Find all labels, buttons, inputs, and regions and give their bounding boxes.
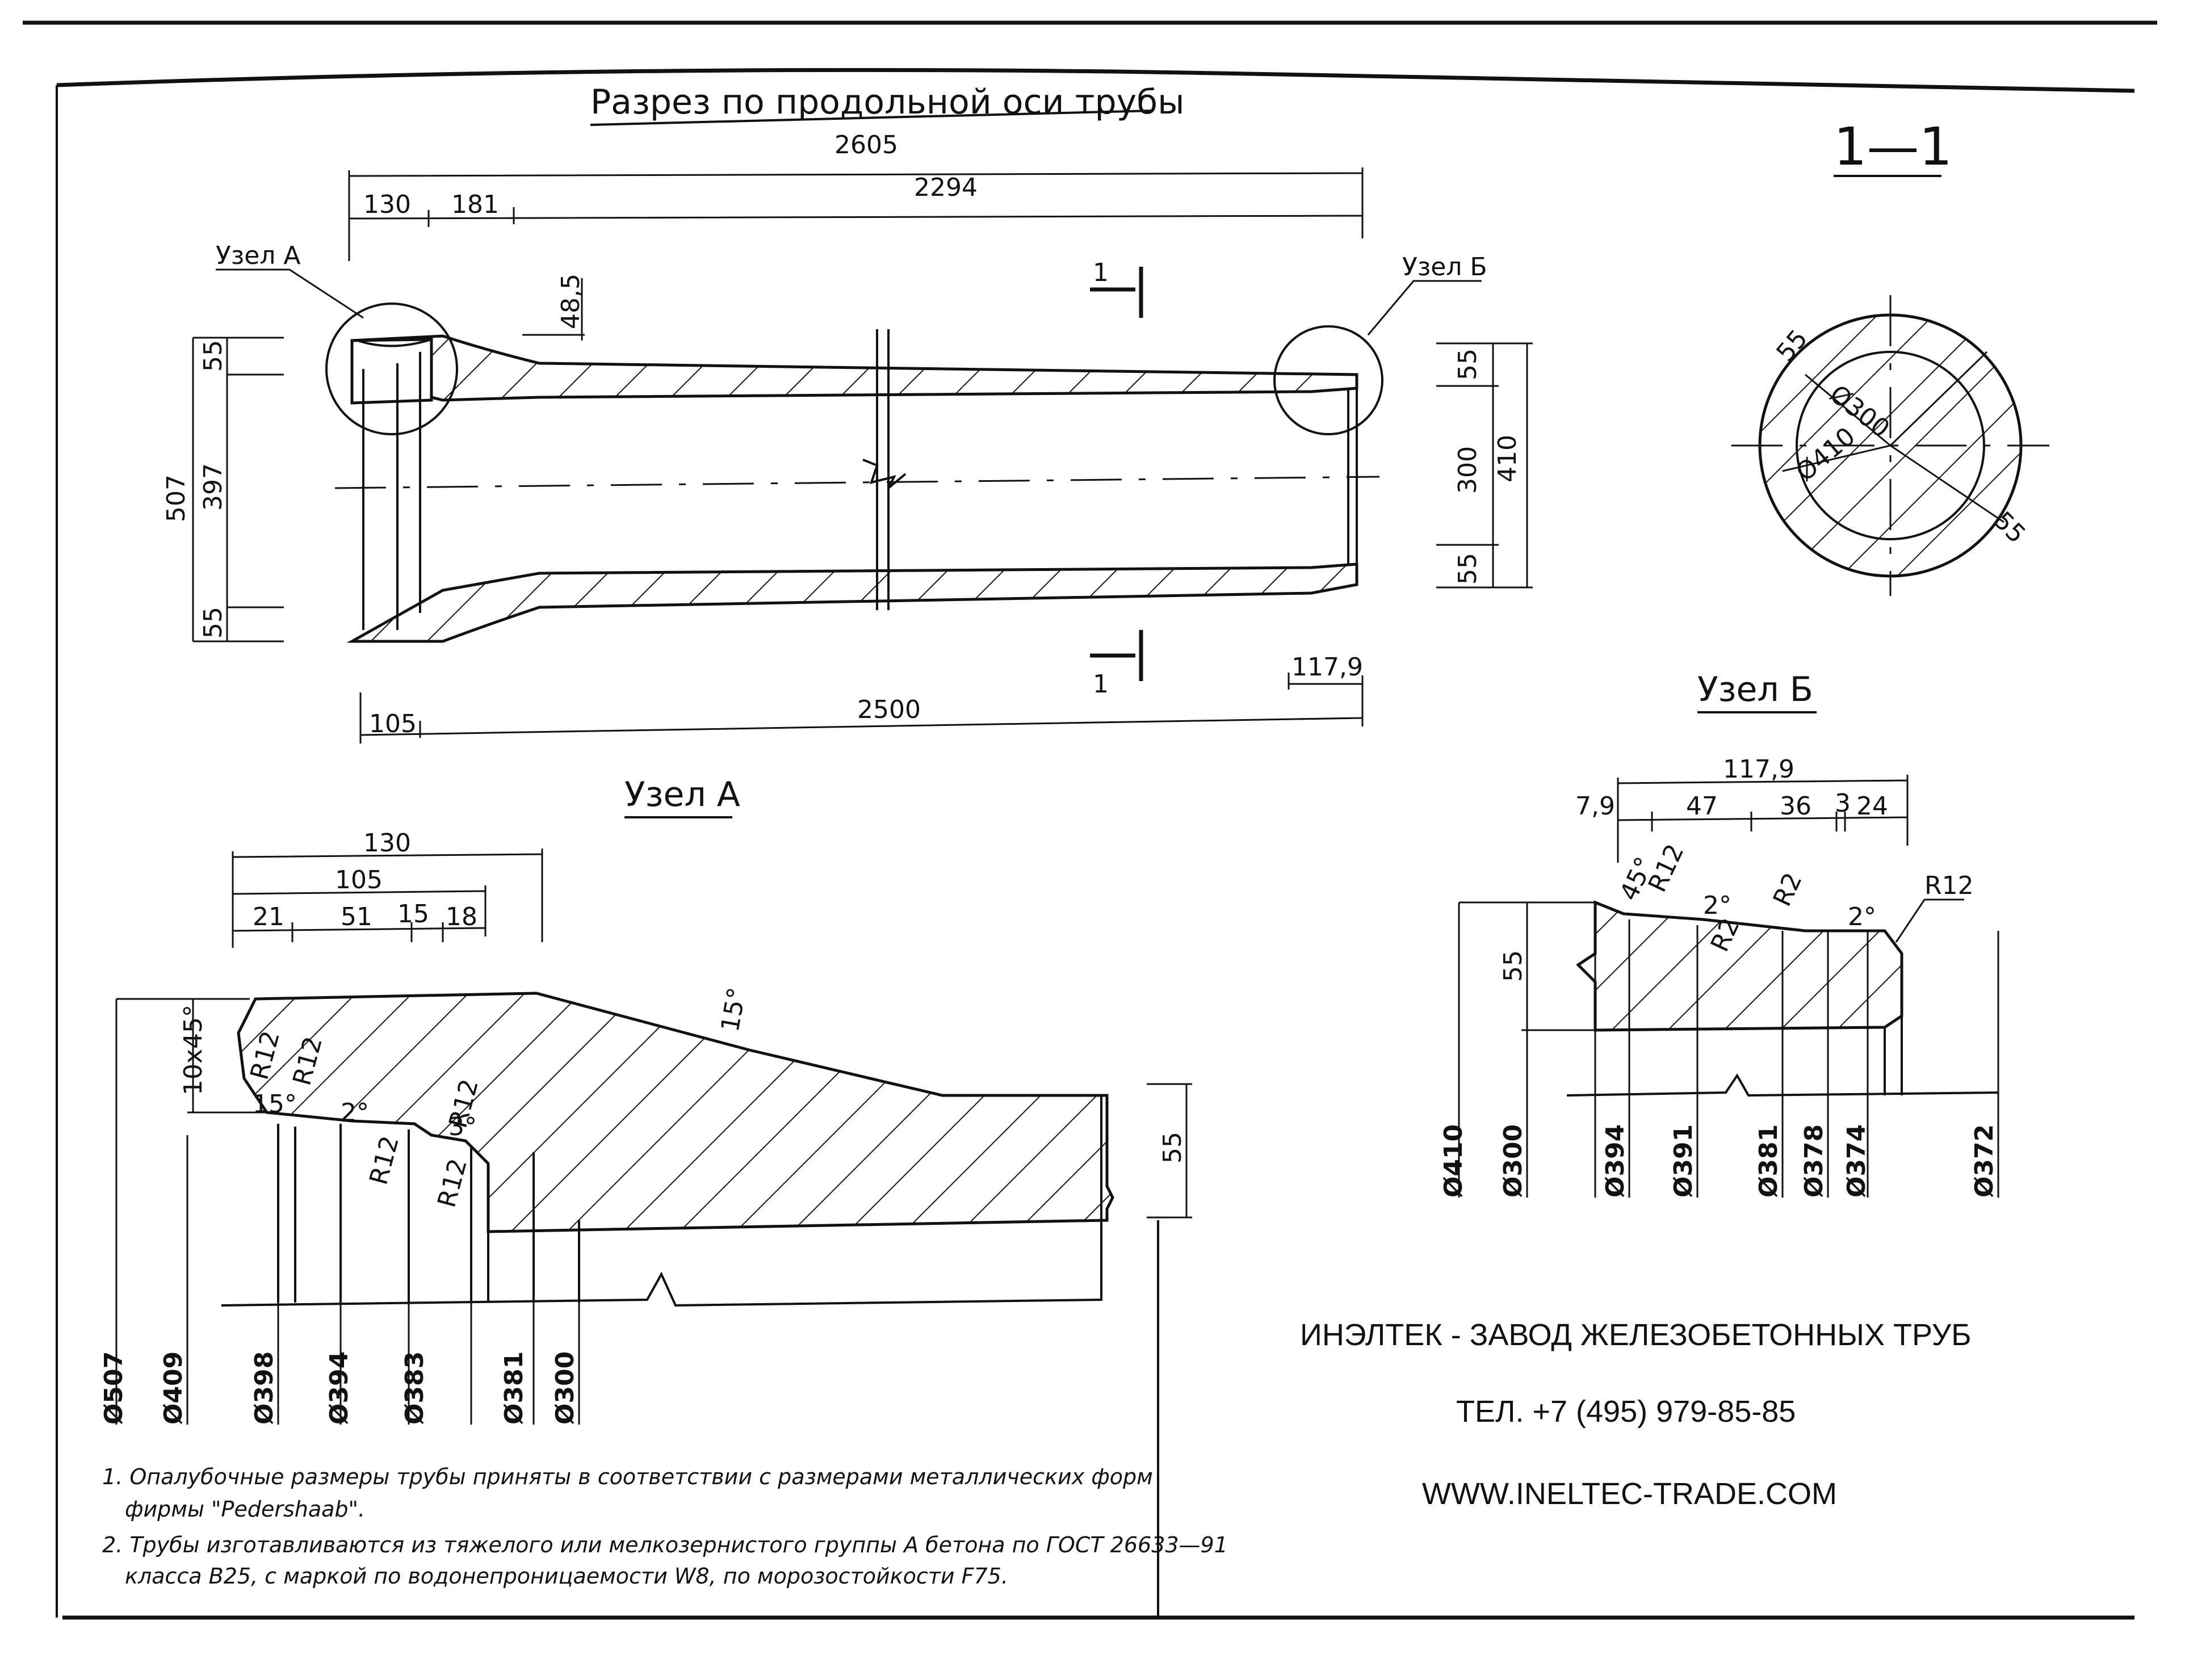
dim-effective-length: 2500 — [857, 695, 921, 724]
node-b-wall: 55 — [1499, 950, 1528, 982]
sheet-frame — [23, 20, 2157, 1620]
node-a-dia-409: Ø409 — [159, 1351, 188, 1425]
dim-socket-depth: 105 — [369, 709, 417, 738]
dim-spigot: 117,9 — [1291, 653, 1363, 682]
node-b-dia-410: Ø410 — [1439, 1124, 1468, 1198]
pipe-wall-top — [351, 334, 1358, 402]
node-a-dia-507: Ø507 — [99, 1351, 128, 1425]
node-b-dia-300: Ø300 — [1499, 1124, 1528, 1198]
company-info: ИНЭЛТЕК - ЗАВОД ЖЕЛЕЗОБЕТОННЫХ ТРУБ ТЕЛ.… — [1300, 1318, 1972, 1511]
node-a-dim-15: 15 — [397, 900, 429, 929]
node-a-r12-e: R12 — [432, 1156, 473, 1211]
note-1-line-2: фирмы "Pedershaab". — [125, 1497, 365, 1522]
node-a-circle — [325, 303, 458, 435]
node-b-dia-394: Ø394 — [1601, 1124, 1630, 1198]
node-b-title: Узел Б — [1697, 670, 1813, 709]
node-b-r12-b: R12 — [1924, 871, 1974, 900]
node-a-chamfer: 10x45° — [179, 1005, 208, 1095]
section-title: Разрез по продольной оси трубы — [590, 82, 1184, 122]
node-a-r12-d: R12 — [364, 1133, 405, 1188]
node-a-title: Узел А — [624, 775, 740, 814]
node-a-dia-383: Ø383 — [400, 1351, 429, 1425]
node-b-dia-381: Ø381 — [1754, 1124, 1783, 1198]
cut-label-bottom: 1 — [1093, 670, 1109, 699]
company-website: WWW.INELTEC-TRADE.COM — [1422, 1477, 1837, 1511]
main-section-view: Разрез по продольной оси трубы 1—1 Узел … — [162, 82, 1952, 744]
node-a-angle-3: 3° — [448, 1112, 477, 1141]
dim-wall-step: 48,5 — [556, 274, 585, 329]
node-a-dim-51: 51 — [341, 902, 372, 931]
node-a-wall: 55 — [1158, 1132, 1187, 1164]
node-b-dia-374: Ø374 — [1842, 1124, 1871, 1198]
dim-wall-left-top: 55 — [199, 340, 228, 372]
node-a-dia-398: Ø398 — [250, 1351, 279, 1425]
section-mark: 1—1 — [1834, 116, 1952, 177]
company-name: ИНЭЛТЕК - ЗАВОД ЖЕЛЕЗОБЕТОННЫХ ТРУБ — [1300, 1318, 1972, 1352]
company-phone: ТЕЛ. +7 (495) 979-85-85 — [1456, 1395, 1796, 1429]
dim-total-length: 2605 — [834, 131, 898, 159]
dim-barrel: 2294 — [914, 173, 978, 202]
node-b-dim-47: 47 — [1686, 792, 1718, 821]
node-a-dim-21: 21 — [253, 902, 284, 931]
node-b-dia-391: Ø391 — [1669, 1124, 1698, 1198]
dim-outer-right: 410 — [1493, 435, 1522, 482]
drawing-notes: 1. Опалубочные размеры трубы приняты в с… — [102, 1464, 1228, 1589]
node-b-r12-a: R12 — [1643, 840, 1690, 897]
node-b-dim-24: 24 — [1856, 792, 1888, 821]
pipe-wall-bottom — [346, 562, 1358, 643]
note-1-line-1: 1. Опалубочные размеры трубы приняты в с… — [102, 1464, 1153, 1489]
node-a-diameters: Ø507 Ø409 Ø398 Ø394 Ø383 Ø381 Ø300 — [99, 1135, 580, 1425]
node-a-dia-381: Ø381 — [500, 1351, 529, 1425]
node-a-dim-105: 105 — [335, 866, 383, 894]
node-a-dia-394: Ø394 — [325, 1351, 354, 1425]
node-a-dim-18: 18 — [446, 902, 477, 931]
node-a-dia-300: Ø300 — [551, 1351, 580, 1425]
dim-wall-left-bottom: 55 — [199, 607, 228, 639]
node-b-angle-2-a: 2° — [1703, 891, 1731, 920]
node-b-dim-total: 117,9 — [1723, 755, 1794, 784]
note-2-line-2: класса В25, с маркой по водонепроницаемо… — [125, 1564, 1008, 1589]
node-b-dia-372: Ø372 — [1970, 1124, 1999, 1198]
note-2-line-1: 2. Трубы изготавливаются из тяжелого или… — [102, 1532, 1228, 1557]
node-b-dim-7-9: 7,9 — [1575, 792, 1615, 821]
node-a-angle-2: 2° — [341, 1098, 369, 1127]
node-b-diameters: Ø410 Ø300 Ø394 Ø391 Ø381 Ø378 Ø374 Ø372 — [1439, 902, 1999, 1198]
node-a-dim-130: 130 — [363, 829, 411, 858]
node-b-circle — [1273, 325, 1383, 435]
dim-wall-right-bottom: 55 — [1453, 553, 1482, 585]
dim-inner-right: 300 — [1453, 446, 1482, 494]
dim-inner-socket: 397 — [199, 463, 228, 511]
node-b-r2-b: R2 — [1768, 868, 1808, 911]
node-a-callout: Узел А — [216, 241, 301, 270]
cut-label-top: 1 — [1093, 258, 1109, 287]
node-b-dia-378: Ø378 — [1800, 1124, 1829, 1198]
node-a-detail: Узел А 130 105 21 51 15 18 10x45° 55 15°… — [99, 775, 1192, 1425]
node-b-dim-36: 36 — [1780, 792, 1811, 821]
node-b-callout: Узел Б — [1402, 253, 1487, 282]
node-b-angle-2-b: 2° — [1848, 902, 1876, 931]
dim-socket-start: 130 — [363, 190, 411, 219]
node-a-angle-15-inner: 15° — [253, 1090, 297, 1119]
dim-wall-right-top: 55 — [1453, 348, 1482, 380]
node-b-detail: Узел Б 117,9 7,9 47 36 3 24 55 45° R12 2… — [1439, 670, 1999, 1198]
dim-socket-taper: 181 — [451, 190, 499, 219]
dim-height-total: 507 — [162, 474, 191, 522]
node-a-angle-15-top: 15° — [716, 985, 752, 1034]
node-b-dim-3: 3 — [1835, 789, 1851, 818]
cross-section-view: 55 Ø300 Ø410 55 — [1731, 295, 2049, 596]
